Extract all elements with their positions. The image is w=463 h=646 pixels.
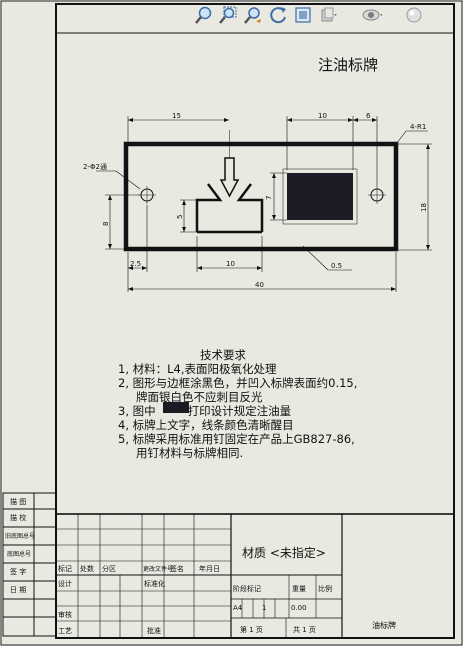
tb-label-date: 年月日: [199, 565, 220, 573]
hide-show-icon[interactable]: [362, 5, 382, 25]
svg-text:15: 15: [172, 112, 181, 120]
side-label: 底图总号: [7, 551, 32, 558]
zoom-area-icon[interactable]: [218, 5, 238, 25]
weight-value: 0.00: [291, 604, 307, 612]
svg-text:10: 10: [318, 112, 327, 120]
svg-text:6: 6: [366, 112, 371, 120]
drawing-title: 注油标牌: [318, 56, 379, 74]
tb-label-stage: 阶段标记: [233, 585, 261, 593]
side-label: 日 期: [10, 586, 27, 594]
tech-line-5b: 用钉材料与标牌相同.: [136, 446, 244, 460]
side-table: [2, 492, 57, 637]
svg-text:10: 10: [226, 260, 235, 268]
svg-text:2-Φ2通: 2-Φ2通: [83, 162, 107, 171]
tb-label-mark: 标记: [58, 565, 72, 573]
part-name: 油标牌: [372, 621, 396, 630]
svg-text:4-R1: 4-R1: [410, 123, 426, 131]
oil-quantity-placeholder: [163, 402, 189, 413]
tech-line-2b: 牌面银白色不应刺目反光: [136, 390, 263, 404]
sheet-size: A4: [233, 604, 243, 612]
previous-view-icon[interactable]: [243, 5, 263, 25]
side-label: 描 校: [10, 514, 27, 522]
sheet-number: 第 1 页: [240, 626, 263, 634]
material-field: 材质 <未指定>: [242, 546, 326, 560]
svg-text:7: 7: [265, 196, 273, 200]
tech-line-5: 5, 标牌采用标准用钉固定在产品上GB827-86,: [118, 432, 355, 446]
scale-value: 1: [262, 604, 267, 612]
dim-labels: 15 10 6 4-R1 2-Φ2通 7 18 8 5 2.5 10 0.5 4…: [83, 112, 428, 289]
tb-label-zone: 分区: [102, 565, 116, 573]
svg-text:8: 8: [102, 222, 110, 226]
tb-label-standard: 标准化: [144, 580, 165, 588]
side-label: 旧底图总号: [5, 533, 36, 540]
part-outline: [123, 130, 399, 252]
tech-line-3a: 3, 图中: [118, 404, 156, 418]
view-toolbar: [190, 3, 460, 29]
svg-text:0.5: 0.5: [331, 262, 342, 270]
side-label: 签 字: [10, 568, 27, 576]
tb-label-review: 审核: [58, 611, 72, 619]
tech-line-2: 2, 图形与边框涂黑色，并凹入标牌表面约0.15,: [118, 376, 358, 390]
sheet-total: 共 1 页: [293, 626, 316, 634]
oil-funnel-symbol: [195, 183, 264, 232]
tb-label-sign: 签名: [170, 565, 184, 573]
svg-text:18: 18: [420, 203, 428, 212]
tb-label-process: 工艺: [58, 627, 72, 635]
tech-line-3: 3, 图中 打印设计规定注油量: [118, 404, 357, 418]
tb-label-scale: 比例: [318, 585, 332, 593]
tb-label-approve: 批准: [147, 627, 161, 635]
svg-text:40: 40: [255, 281, 264, 289]
tech-line-1: 1, 材料：L4,表面阳极氧化处理: [118, 362, 277, 376]
display-style-icon[interactable]: [318, 5, 338, 25]
oil-quantity-box: [287, 173, 353, 220]
tb-label-count: 处数: [80, 565, 94, 573]
tb-label-change: 更改文件号: [143, 566, 174, 573]
zoom-to-fit-icon[interactable]: [194, 5, 214, 25]
title-block: [55, 513, 455, 639]
svg-text:2.5: 2.5: [130, 260, 141, 268]
tech-line-3b: 打印设计规定注油量: [187, 404, 292, 418]
view-orientation-icon[interactable]: [293, 5, 313, 25]
tb-label-weight: 重量: [292, 585, 306, 593]
side-label: 描 图: [10, 498, 27, 506]
rotate-view-icon[interactable]: [268, 5, 288, 25]
tech-heading: 技术要求: [200, 348, 246, 362]
svg-text:5: 5: [176, 215, 184, 219]
dim-arrows: [108, 118, 430, 291]
tb-label-design: 设计: [58, 580, 72, 588]
tech-line-4: 4, 标牌上文字，线条颜色清晰醒目: [118, 418, 294, 432]
appearance-icon[interactable]: [404, 5, 424, 25]
technical-requirements: 技术要求 1, 材料：L4,表面阳极氧化处理 2, 图形与边框涂黑色，并凹入标牌…: [118, 348, 357, 460]
